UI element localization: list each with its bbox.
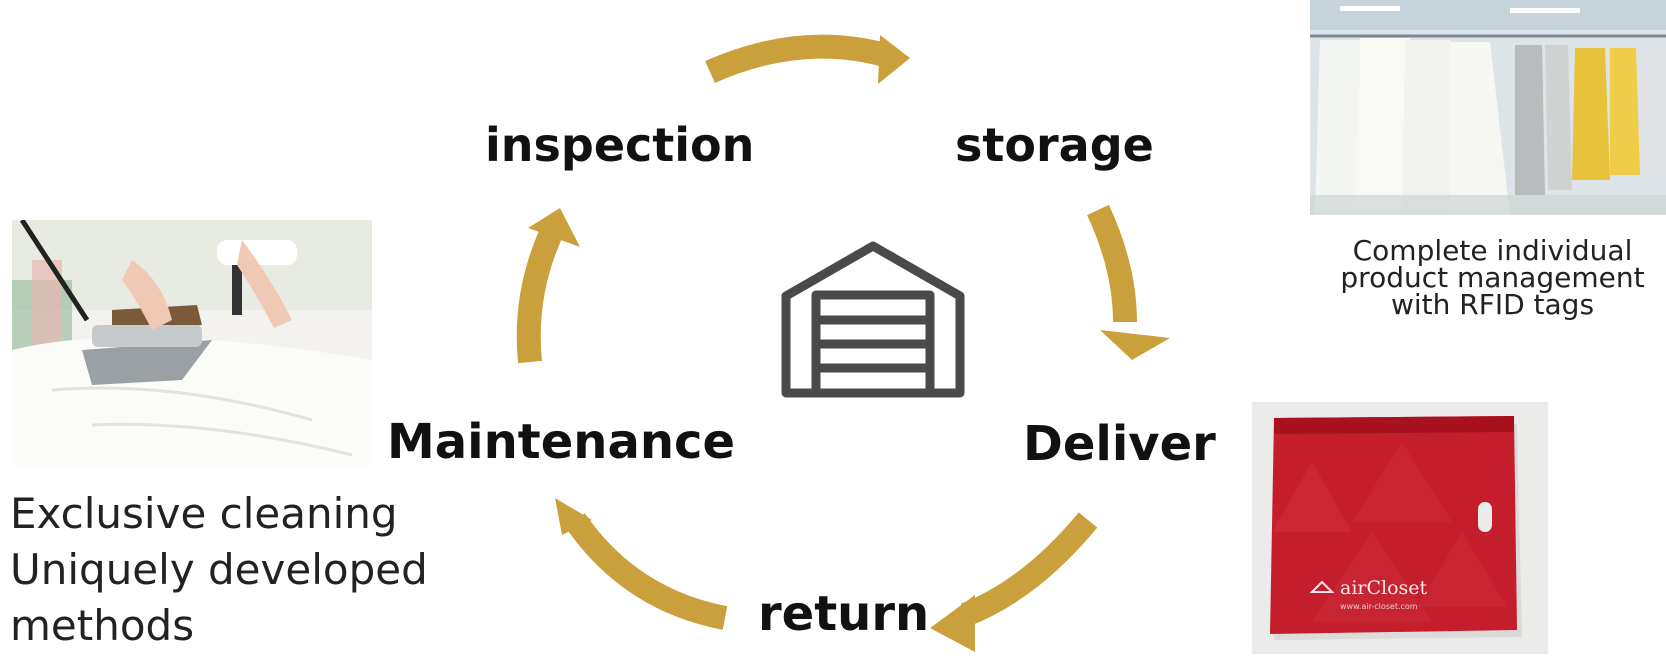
storage-photo (1310, 0, 1666, 215)
storage-caption: Complete individual product management w… (1325, 234, 1660, 321)
step-label-storage: storage (955, 118, 1154, 172)
maintenance-photo (12, 220, 372, 465)
delivery-bag-photo: airCloset www.air-closet.com (1252, 402, 1548, 654)
maintenance-caption-line-3: methods (10, 601, 195, 650)
maintenance-caption: Exclusive cleaning Uniquely developed me… (10, 486, 428, 654)
warehouse-icon (781, 241, 965, 398)
storage-caption-line-2: product management (1340, 261, 1645, 294)
bag-url-text: www.air-closet.com (1340, 602, 1418, 611)
bag-brand-text: airCloset (1340, 577, 1428, 599)
maintenance-caption-line-1: Exclusive cleaning (10, 489, 398, 538)
arrow-deliver-to-return (960, 512, 1098, 627)
step-label-maintenance: Maintenance (387, 414, 736, 470)
arrow-head-return (930, 595, 975, 652)
step-label-return: return (758, 586, 930, 642)
arrow-storage-to-deliver (1087, 204, 1137, 323)
maintenance-caption-line-2: Uniquely developed (10, 545, 428, 594)
step-label-deliver: Deliver (1023, 416, 1216, 472)
arrow-return-to-maintenance (565, 513, 728, 630)
arrow-inspection-to-storage (705, 34, 889, 83)
arrow-maintenance-to-inspection (516, 219, 566, 364)
arrow-head-deliver (1100, 330, 1170, 360)
arrow-head-maintenance (555, 498, 592, 535)
arrow-head-storage (878, 35, 910, 84)
storage-caption-line-1: Complete individual (1352, 234, 1633, 267)
step-label-inspection: inspection (485, 118, 755, 172)
storage-caption-line-3: with RFID tags (1390, 288, 1595, 321)
arrow-head-inspection (528, 208, 580, 247)
